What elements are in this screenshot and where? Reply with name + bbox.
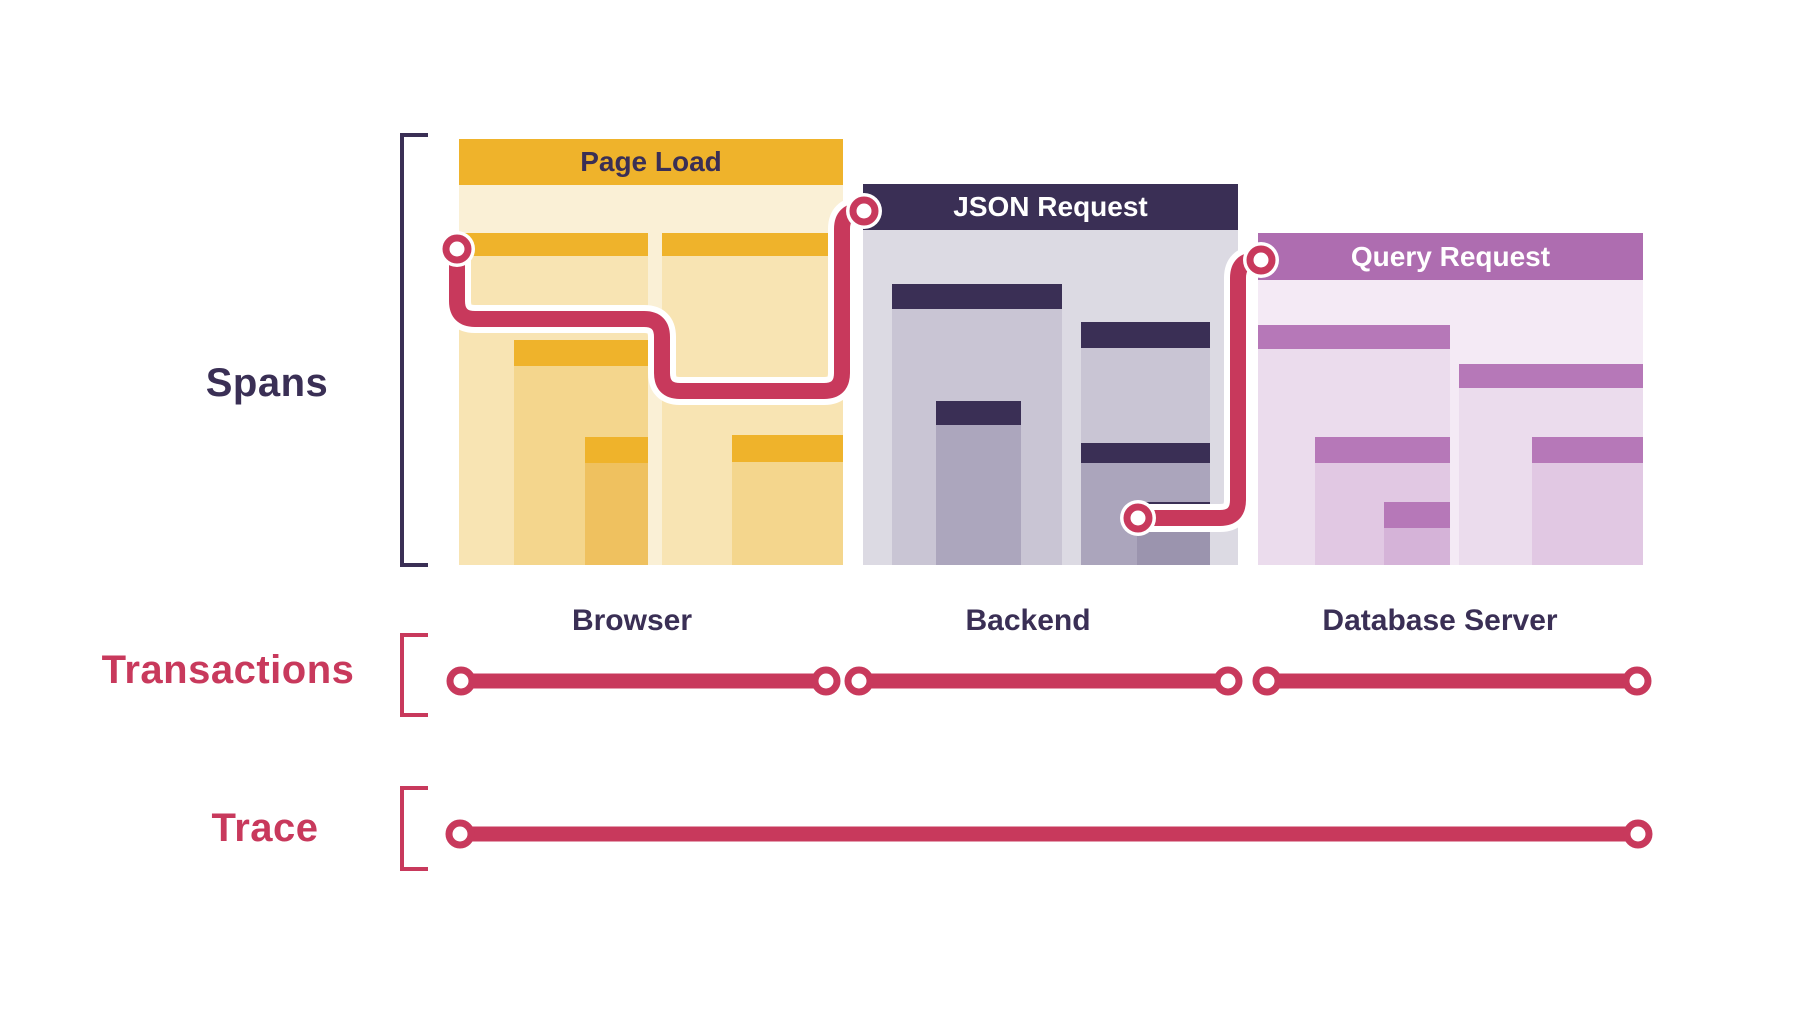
span-bar-header <box>1315 437 1450 463</box>
service-label-backend: Backend <box>965 604 1091 637</box>
span-bar-header <box>1258 325 1450 349</box>
service-label-database-server: Database Server <box>1322 604 1558 637</box>
trace-bracket <box>400 786 428 871</box>
panel-query-request-header: Query Request <box>1258 233 1643 280</box>
span-bar-header <box>1532 437 1643 463</box>
transaction-line-database <box>1252 666 1652 696</box>
panel-page-load: Page Load <box>459 139 843 565</box>
panel-query-request-title: Query Request <box>1350 240 1551 272</box>
span-bar-body <box>732 462 843 565</box>
span-bar <box>1384 502 1450 565</box>
span-bar-body <box>1532 463 1643 565</box>
span-bar-header <box>459 233 648 256</box>
transactions-bracket <box>400 633 428 717</box>
span-bar-header <box>1081 443 1210 463</box>
span-bar-header <box>936 401 1021 425</box>
span-bar <box>1532 437 1643 565</box>
spans-bracket <box>400 133 428 567</box>
span-bar-header <box>514 340 648 366</box>
service-label-browser: Browser <box>571 604 693 637</box>
span-bar-header <box>892 284 1062 309</box>
span-bar <box>732 435 843 565</box>
panel-query-request: Query Request <box>1258 233 1643 565</box>
span-bar-header <box>1137 502 1210 528</box>
trace-label: Trace <box>211 806 319 850</box>
panel-json-request-header: JSON Request <box>863 184 1238 230</box>
panel-json-request: JSON Request <box>863 184 1238 565</box>
span-bar-header <box>585 437 648 463</box>
transaction-line-browser <box>446 666 841 696</box>
span-bar <box>585 437 648 565</box>
span-bar-header <box>1459 364 1643 388</box>
panel-page-load-header: Page Load <box>459 139 843 185</box>
span-bar-header <box>1081 322 1210 348</box>
trace-line <box>445 819 1653 849</box>
span-bar-body <box>936 425 1021 565</box>
span-bar-body <box>1384 528 1450 565</box>
span-bar-body <box>585 463 648 565</box>
panel-page-load-title: Page Load <box>580 146 722 177</box>
transactions-label: Transactions <box>101 648 355 692</box>
span-bar <box>936 401 1021 565</box>
span-bar-header <box>1384 502 1450 528</box>
span-bar-body <box>1137 528 1210 565</box>
span-bar <box>1137 502 1210 565</box>
panel-json-request-title: JSON Request <box>953 191 1148 222</box>
transaction-line-backend <box>844 666 1243 696</box>
span-bar-header <box>662 233 843 256</box>
span-bar-header <box>732 435 843 462</box>
spans-label: Spans <box>205 361 329 405</box>
